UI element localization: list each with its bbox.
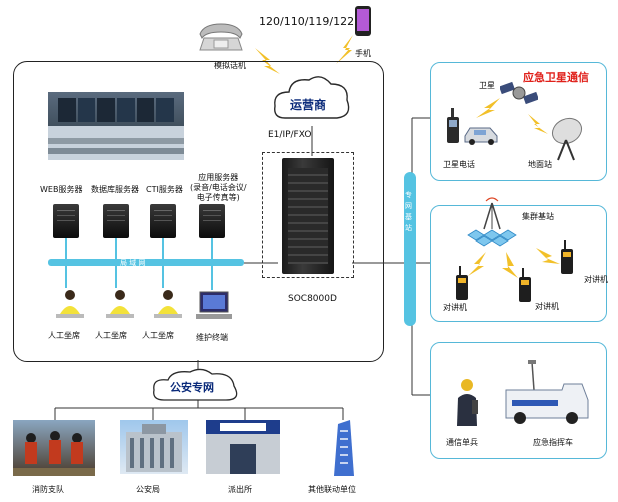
bottom-unit-label: 公安局 (136, 485, 160, 494)
carrier-cloud (271, 70, 353, 128)
operator-icon (54, 288, 86, 320)
operator-icon (152, 288, 184, 320)
operator-icon (104, 288, 136, 320)
soldier-label: 通信单兵 (446, 438, 478, 447)
soc-rack-icon (282, 158, 334, 274)
radio-icon (519, 268, 531, 302)
carrier-link-label: E1/IP/FXO (268, 130, 312, 140)
web-server-icon (53, 204, 79, 238)
radio-label: 对讲机 (535, 302, 559, 311)
sat-phone-label: 卫星电话 (443, 160, 475, 169)
server-label-cti: CTI服务器 (146, 185, 183, 194)
emergency-numbers: 120/110/119/122 (259, 15, 355, 28)
control-room-image (48, 92, 184, 160)
police-net-cloud (148, 366, 244, 406)
maintenance-terminal-icon (194, 290, 234, 322)
trunk-bar (404, 172, 416, 326)
analog-phone-icon (196, 18, 246, 52)
workstation-label: 维护终端 (196, 333, 228, 342)
command-vehicle-icon (502, 360, 590, 430)
mobile-phone-icon (354, 5, 372, 37)
lan-bar (48, 259, 244, 266)
base-station-label: 集群基站 (522, 212, 554, 221)
database-server-icon (103, 204, 129, 238)
base-station-icon (462, 197, 522, 249)
radio-label: 对讲机 (584, 275, 608, 284)
server-label-db: 数据库服务器 (91, 185, 139, 194)
ground-station-label: 地面站 (528, 160, 552, 169)
vehicle-label: 应急指挥车 (533, 438, 573, 447)
soc-label: SOC8000D (288, 294, 337, 304)
sat-phone-icon (446, 108, 460, 144)
satellite-title: 应急卫星通信 (523, 71, 589, 84)
soldier-icon (452, 378, 482, 428)
lightning-icon (536, 248, 560, 264)
analog-phone-label: 模拟话机 (214, 61, 246, 70)
workstation-label: 人工坐席 (48, 331, 80, 340)
fire-brigade-image (13, 420, 95, 476)
ground-station-icon (548, 116, 584, 162)
bottom-unit-label: 其他联动单位 (308, 485, 356, 494)
bottom-unit-label: 派出所 (228, 485, 252, 494)
workstation-label: 人工坐席 (142, 331, 174, 340)
police-station-image (206, 420, 280, 474)
server-label-app: 应用服务器 (录音/电话会议/ 电子传真等) (190, 173, 247, 202)
police-net-label: 公安专网 (170, 381, 214, 394)
soc-rack-frame (262, 152, 354, 278)
vehicle-icon (462, 122, 500, 146)
lightning-icon (476, 98, 500, 118)
satellite-icon (499, 78, 539, 108)
application-server-icon (199, 204, 225, 238)
carrier-label: 运营商 (290, 98, 327, 112)
mobile-phone-label: 手机 (355, 49, 371, 58)
trunk-label: 专 网 基 站 (405, 191, 412, 232)
radio-icon (561, 240, 573, 274)
radio-icon (456, 266, 468, 300)
lightning-icon (336, 35, 353, 64)
lan-label: 局 域 网 (120, 259, 146, 267)
workstation-label: 人工坐席 (95, 331, 127, 340)
lightning-icon (502, 252, 518, 278)
lightning-icon (468, 252, 486, 276)
server-label-web: WEB服务器 (40, 185, 83, 194)
bottom-unit-label: 消防支队 (32, 485, 64, 494)
radio-label: 对讲机 (443, 303, 467, 312)
public-security-bureau-image (120, 420, 188, 474)
cluster-panel (430, 205, 607, 322)
other-units-image (316, 418, 372, 476)
lightning-icon (255, 48, 280, 74)
lightning-icon (528, 114, 548, 134)
cti-server-icon (150, 204, 176, 238)
satellite-label: 卫星 (479, 81, 495, 90)
